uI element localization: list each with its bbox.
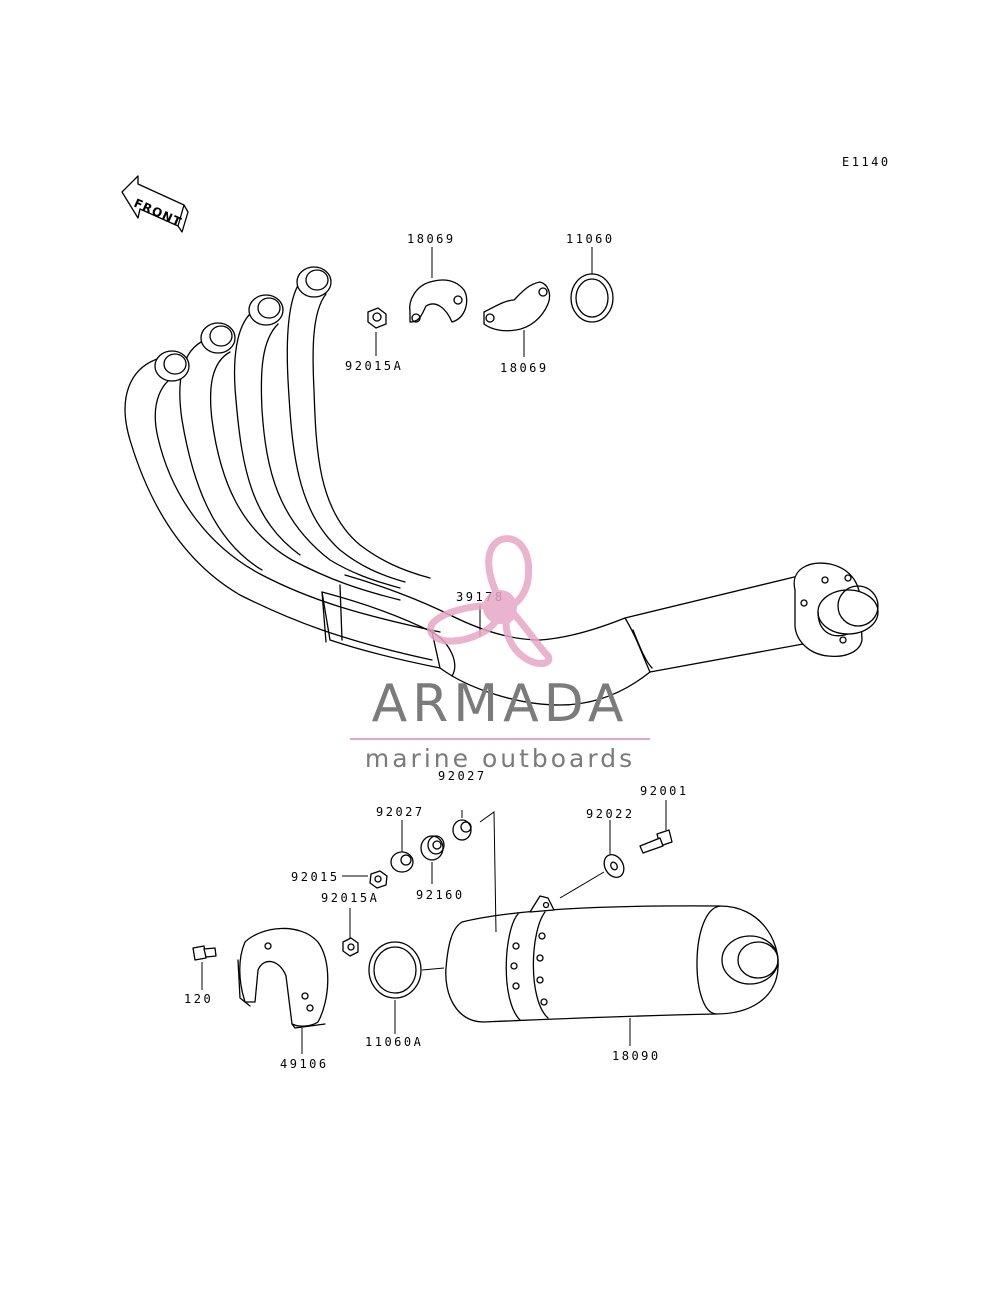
muffler-18090-icon (445, 895, 779, 1023)
front-arrow-icon: FRONT (121, 175, 189, 233)
pipe-holder-18069-lower-icon (483, 281, 551, 332)
part-label: 92015A (321, 891, 379, 905)
bolt-120-icon (192, 945, 217, 961)
part-label: 92015A (345, 359, 403, 373)
part-label: 92015 (291, 870, 340, 884)
pipe-inlet-ring (200, 322, 236, 354)
part-label: 92022 (586, 807, 635, 821)
pipe-inlet-ring (296, 266, 332, 298)
part-label: 18090 (612, 1049, 661, 1063)
nut-92015-icon (369, 870, 388, 889)
collar-92027-icon (452, 819, 472, 841)
part-label: 92027 (438, 769, 487, 783)
nut-92015A-icon (342, 937, 359, 957)
nut-92015A-icon (367, 307, 387, 329)
part-label: 18069 (500, 361, 549, 375)
pipe-inlet-ring (248, 294, 284, 326)
part-label: 18069 (407, 232, 456, 246)
part-label: 92160 (416, 888, 465, 902)
bolt-92001-icon (639, 829, 673, 854)
pipe-holder-18069-upper-icon (409, 279, 468, 323)
watermark-title: ARMADA (371, 674, 629, 734)
part-label: 92027 (376, 805, 425, 819)
exhaust-header-pipes (124, 266, 879, 706)
watermark-divider (350, 738, 650, 740)
pipe-inlet-ring (154, 350, 190, 382)
propeller-logo-icon (427, 535, 553, 667)
part-labels: 18069 11060 92015A 18069 39178 92027 920… (184, 232, 689, 1071)
part-label: 11060 (566, 232, 615, 246)
part-label: 120 (184, 992, 213, 1006)
part-label: 49106 (280, 1057, 329, 1071)
part-label: 11060A (365, 1035, 423, 1049)
watermark-subtitle: marine outboards (364, 744, 636, 773)
part-label: 92001 (640, 784, 689, 798)
leader-lines (201, 247, 667, 1054)
gasket-11060-icon (570, 273, 614, 323)
diagram-code: E1140 (842, 155, 891, 169)
cover-49106-icon (237, 927, 329, 1029)
grommet-92160-icon (420, 835, 445, 861)
washer-92022-icon (603, 854, 625, 878)
collar-92027-icon (390, 851, 414, 873)
gasket-11060A-icon (368, 941, 422, 999)
